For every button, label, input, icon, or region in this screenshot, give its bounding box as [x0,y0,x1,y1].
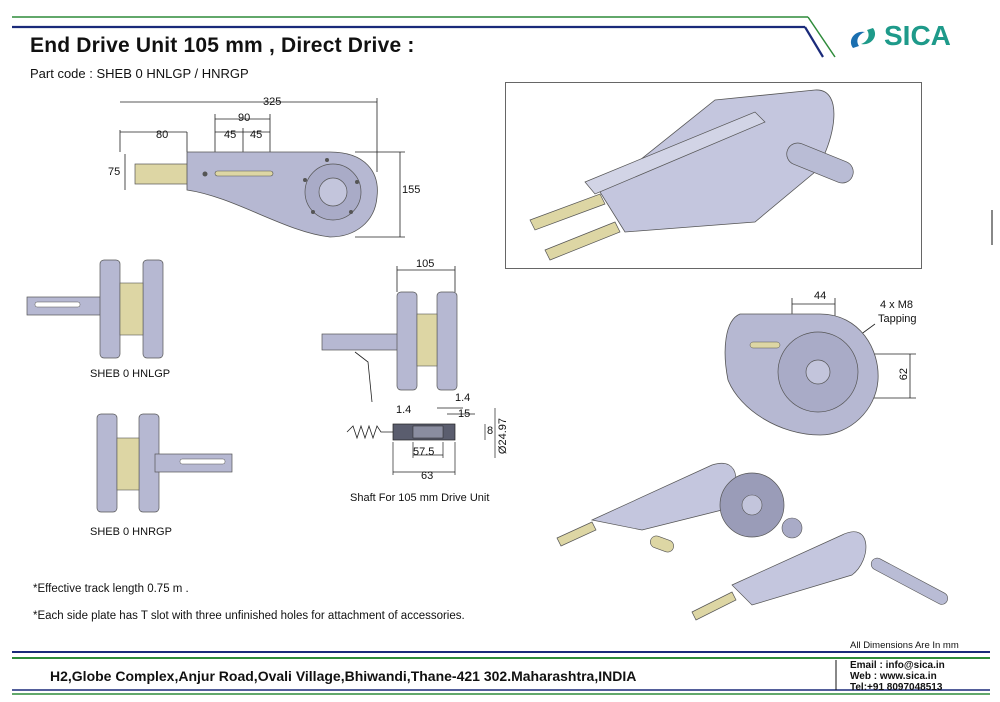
dim-1.4-right: 1.4 [455,392,471,404]
page-title: End Drive Unit 105 mm , Direct Drive : [30,34,415,57]
shaft-detail-drawing [346,407,496,475]
contact-tel: Tel:+91 8097048513 [850,682,943,693]
note-side-plate: *Each side plate has T slot with three u… [33,610,465,622]
dim-diameter: Ø24.97 [497,418,509,455]
dim-44: 44 [814,290,827,302]
contact-web: Web : www.sica.in [850,671,937,682]
dim-4xm8: 4 x M8 [880,299,914,311]
dim-63: 63 [421,470,434,482]
part-code: Part code : SHEB 0 HNLGP / HNRGP [30,66,249,81]
dim-75: 75 [108,166,121,178]
dim-57.5: 57.5 [413,446,435,458]
top-view-drawing [119,98,405,238]
dim-tapping: Tapping [878,313,917,325]
footer-contact: Email : info@sica.in Web : www.sica.in T… [850,660,945,693]
dim-105: 105 [416,258,435,270]
dim-62: 62 [898,368,910,381]
dim-1.4-left: 1.4 [396,404,412,416]
exploded-view [556,462,948,621]
note-track-length: *Effective track length 0.75 m . [33,583,189,595]
label-hnlgp: SHEB 0 HNLGP [90,368,171,380]
unit-center-view [321,266,458,403]
dim-8: 8 [487,425,494,437]
all-dimensions-note: All Dimensions Are In mm [850,640,959,651]
label-shaft: Shaft For 105 mm Drive Unit [350,492,490,504]
dim-325: 325 [263,96,282,108]
dim-80: 80 [156,129,169,141]
unit-right-view [96,413,233,513]
unit-left-view [26,259,164,359]
sica-logo-icon [850,28,876,48]
dim-90: 90 [238,112,251,124]
assembly-3d-view [505,82,922,269]
label-hnrgp: SHEB 0 HNRGP [90,526,172,538]
dim-45-left: 45 [224,129,237,141]
dim-15: 15 [458,408,471,420]
footer-address: H2,Globe Complex,Anjur Road,Ovali Villag… [50,668,637,684]
contact-email: Email : info@sica.in [850,660,945,671]
face-view-drawing [724,298,916,436]
dim-45-right: 45 [250,129,263,141]
dim-155: 155 [402,184,421,196]
logo-text: SICA [884,20,951,51]
